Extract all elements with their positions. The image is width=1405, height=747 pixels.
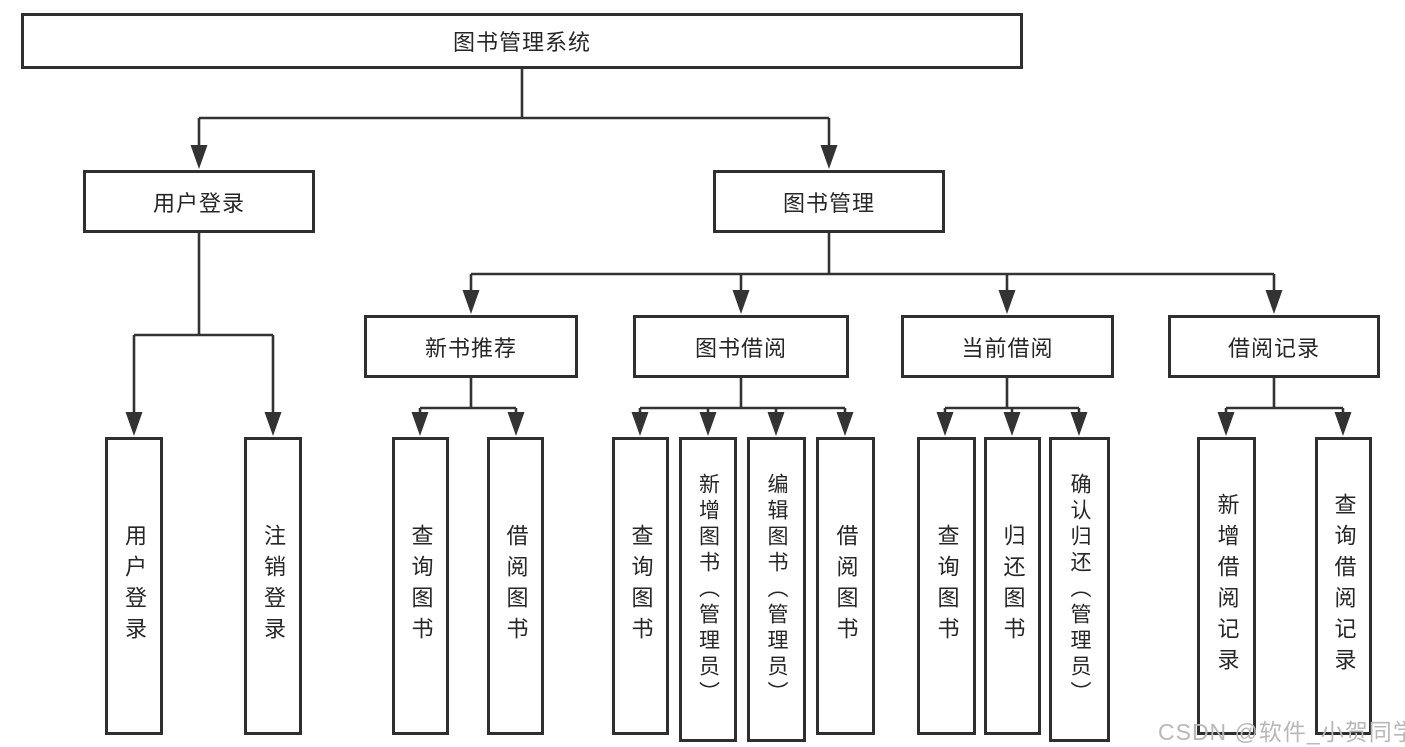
node-book-management: 图书管理	[713, 170, 945, 233]
arrow-down-icon	[264, 412, 282, 436]
connector-userlogin-to-leaves	[132, 233, 275, 420]
node-leaf-edit-book-admin: 编辑图书（管理员）	[747, 437, 806, 742]
node-book-borrow: 图书借阅	[633, 315, 849, 378]
node-new-book-recommend: 新书推荐	[364, 315, 578, 378]
arrow-down-icon	[1003, 412, 1021, 436]
arrow-down-icon	[462, 290, 480, 314]
node-leaf-logout: 注销登录	[244, 437, 302, 735]
node-leaf-borrow-book-1: 借阅图书	[487, 437, 544, 735]
connector-newbookrec-to-leaves	[418, 378, 518, 420]
arrow-down-icon	[1265, 290, 1283, 314]
connector-bookborrow-to-leaves	[638, 378, 847, 420]
arrowheads	[125, 145, 1352, 436]
node-leaf-query-book-3: 查询图书	[917, 437, 976, 735]
arrow-down-icon	[190, 145, 208, 169]
arrow-down-icon	[936, 412, 954, 436]
connector-bookmgmt-to-level3	[469, 233, 1276, 297]
arrow-down-icon	[836, 412, 854, 436]
node-current-borrow: 当前借阅	[901, 315, 1114, 378]
arrow-down-icon	[820, 145, 838, 169]
arrow-down-icon	[998, 290, 1016, 314]
arrow-down-icon	[411, 412, 429, 436]
connector-root-to-level2	[197, 69, 831, 150]
arrow-down-icon	[699, 412, 717, 436]
arrow-down-icon	[732, 290, 750, 314]
node-leaf-confirm-return-admin: 确认归还（管理员）	[1049, 437, 1110, 742]
arrow-down-icon	[125, 412, 143, 436]
node-user-login: 用户登录	[83, 170, 315, 233]
node-leaf-query-borrow-record: 查询借阅记录	[1315, 437, 1372, 735]
node-leaf-add-book-admin: 新增图书（管理员）	[679, 437, 737, 742]
arrow-down-icon	[1217, 412, 1235, 436]
node-leaf-add-borrow-record: 新增借阅记录	[1197, 437, 1256, 735]
node-leaf-borrow-book-2: 借阅图书	[816, 437, 875, 735]
node-leaf-query-book-2: 查询图书	[612, 437, 669, 735]
connector-borrowrecords-to-leaves	[1224, 378, 1345, 420]
arrow-down-icon	[1334, 412, 1352, 436]
arrow-down-icon	[1070, 412, 1088, 436]
node-leaf-return-book: 归还图书	[984, 437, 1041, 735]
arrow-down-icon	[767, 412, 785, 436]
node-leaf-query-book-1: 查询图书	[392, 437, 449, 735]
csdn-watermark: CSDN @软件_小贺同学	[1158, 719, 1405, 745]
node-borrow-records: 借阅记录	[1168, 315, 1380, 378]
arrow-down-icon	[507, 412, 525, 436]
node-root: 图书管理系统	[21, 13, 1023, 69]
arrow-down-icon	[631, 412, 649, 436]
node-leaf-user-login: 用户登录	[105, 437, 163, 735]
